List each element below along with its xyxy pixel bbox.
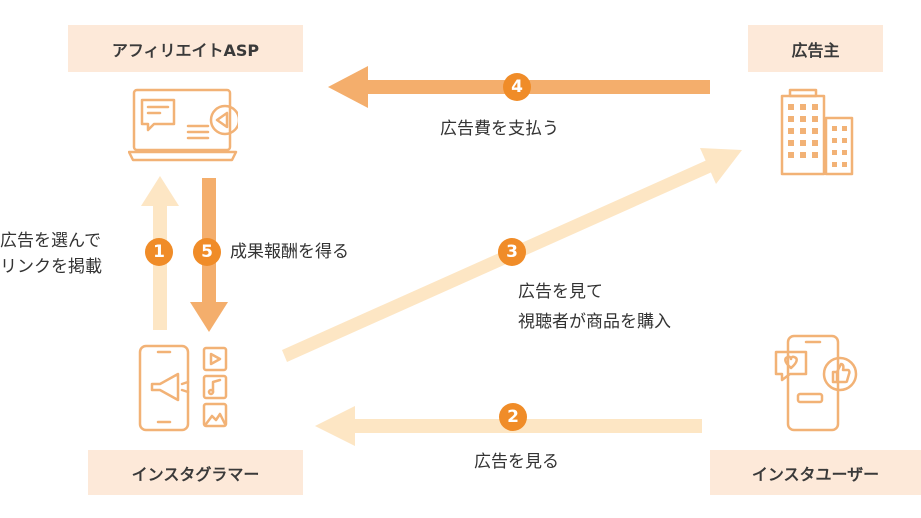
step-1-badge: 1 <box>145 238 173 266</box>
step-5-number: 5 <box>201 242 213 262</box>
step-4-number: 4 <box>511 77 523 97</box>
instagrammer-label: インスタグラマー <box>131 464 260 484</box>
phone-megaphone-icon <box>138 344 228 432</box>
step-3-number: 3 <box>506 242 518 262</box>
user-label: インスタユーザー <box>751 464 880 484</box>
arrow-step-2 <box>315 406 702 446</box>
step-1-label-line1: 広告を選んで <box>0 231 102 251</box>
step-3-badge: 3 <box>498 238 526 266</box>
step-1-label-line2: リンクを掲載 <box>0 257 102 277</box>
laptop-icon <box>128 88 238 162</box>
asp-box: アフィリエイトASP <box>68 25 303 72</box>
arrow-step-4 <box>328 66 710 108</box>
advertiser-label: 広告主 <box>791 40 840 60</box>
advertiser-box: 広告主 <box>748 25 883 72</box>
instagrammer-box: インスタグラマー <box>88 450 303 495</box>
building-icon <box>780 88 854 176</box>
step-5-label: 成果報酬を得る <box>230 242 349 262</box>
user-box: インスタユーザー <box>710 450 921 495</box>
step-2-number: 2 <box>507 407 519 427</box>
step-2-badge: 2 <box>499 403 527 431</box>
asp-label: アフィリエイトASP <box>111 40 260 60</box>
step-5-badge: 5 <box>193 238 221 266</box>
step-2-label: 広告を見る <box>474 452 559 472</box>
arrow-step-3 <box>282 148 742 362</box>
step-4-badge: 4 <box>503 73 531 101</box>
step-1-number: 1 <box>153 242 165 262</box>
step-4-label: 広告費を支払う <box>440 119 559 139</box>
step-3-label-line2: 視聴者が商品を購入 <box>518 312 671 332</box>
step-1-label: 広告を選んで リンクを掲載 <box>0 228 102 280</box>
step-3-label-line1: 広告を見て <box>518 282 603 302</box>
phone-chat-icon <box>774 334 858 432</box>
step-3-label: 広告を見て 視聴者が商品を購入 <box>518 277 671 337</box>
